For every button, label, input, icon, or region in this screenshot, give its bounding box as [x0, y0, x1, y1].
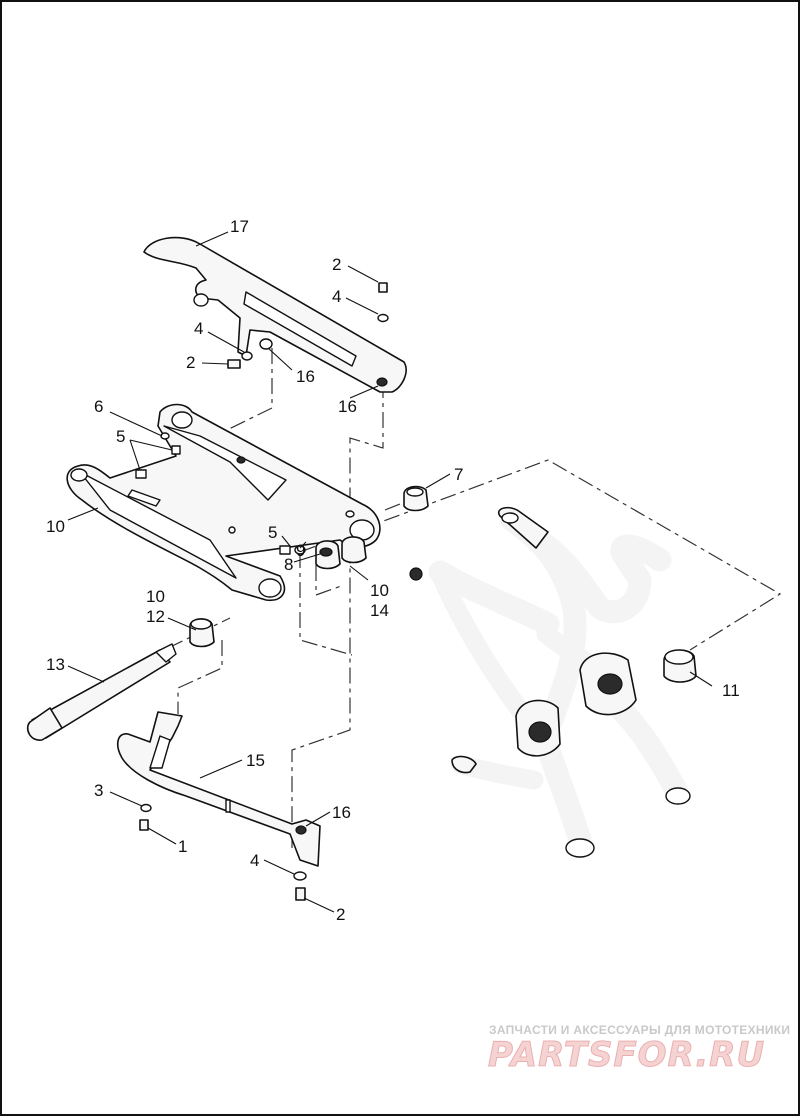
- frame-tubes: [409, 506, 691, 858]
- callout-17: 17: [230, 217, 249, 236]
- callouts: 17 2 4 4 2 16 16 6 5 10 7 5 9 8 10 14 10…: [46, 217, 740, 924]
- watermark: ЗАПЧАСТИ И АКСЕССУАРЫ ДЛЯ МОТОТЕХНИКИ PA…: [488, 1023, 791, 1076]
- upper-hardware: [227, 282, 389, 369]
- callout-12: 12: [146, 607, 165, 626]
- callout-4-lower: 4: [250, 851, 259, 870]
- callout-5-left: 5: [116, 427, 125, 446]
- callout-16-lower: 16: [332, 803, 351, 822]
- lower-hardware: [139, 803, 307, 901]
- pivot-bushing: [189, 618, 215, 648]
- callout-11: 11: [722, 681, 740, 700]
- callout-1: 1: [178, 837, 187, 856]
- callout-4-left: 4: [194, 319, 203, 338]
- callout-3: 3: [94, 781, 103, 800]
- callout-9: 9: [296, 541, 305, 560]
- callout-2-lower: 2: [336, 905, 345, 924]
- callout-10-swingarm: 10: [46, 517, 65, 536]
- watermark-logo: PARTSFOR.RU: [488, 1035, 765, 1075]
- watermark-tagline: ЗАПЧАСТИ И АКСЕССУАРЫ ДЛЯ МОТОТЕХНИКИ: [489, 1023, 790, 1037]
- callout-2-left: 2: [186, 353, 195, 372]
- callout-4-top: 4: [332, 287, 341, 306]
- callout-6: 6: [94, 397, 103, 416]
- callout-14: 14: [370, 601, 389, 620]
- swingarm: [66, 403, 381, 601]
- callout-10-lower: 10: [146, 587, 165, 606]
- callout-5-center: 5: [268, 523, 277, 542]
- callout-7: 7: [454, 465, 463, 484]
- lower-chain-guard: [116, 711, 321, 867]
- swingarm-small-parts: [135, 432, 429, 570]
- callout-16-upper-right: 16: [338, 397, 357, 416]
- callout-10-center: 10: [370, 581, 389, 600]
- frame-bushing: [663, 649, 697, 683]
- callout-13: 13: [46, 655, 65, 674]
- leader-lines: [67, 231, 713, 913]
- callout-8: 8: [284, 555, 293, 574]
- pivot-shaft: [26, 643, 177, 741]
- callout-16-upper-left: 16: [296, 367, 315, 386]
- callout-15: 15: [246, 751, 265, 770]
- callout-2-top: 2: [332, 255, 341, 274]
- upper-chain-guard: [143, 236, 407, 393]
